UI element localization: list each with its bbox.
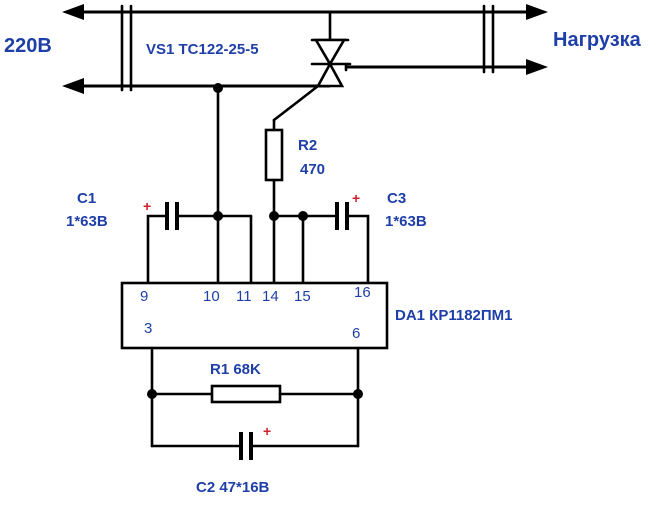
junction-c3-b	[298, 211, 308, 221]
triac-label: VS1 ТС122-25-5	[146, 41, 259, 58]
capacitor-c3	[269, 202, 370, 285]
lower-network	[147, 346, 363, 460]
ic-label: DA1 КР1182ПМ1	[395, 307, 513, 324]
r1-body	[210, 384, 282, 404]
c2-plus-sign: +	[263, 423, 271, 439]
load-label: Нагрузка	[553, 29, 642, 51]
pin-6-label: 6	[352, 325, 360, 342]
pin-10-label: 10	[203, 288, 220, 305]
resistor-r2	[264, 118, 284, 285]
pin-16-label: 16	[354, 284, 371, 301]
c3-name-label: C3	[387, 190, 406, 207]
c2-label: C2 47*16В	[196, 479, 270, 496]
triac-symbol	[272, 10, 352, 122]
r2-name-label: R2	[298, 137, 317, 154]
c1-value-label: 1*63В	[66, 213, 108, 230]
r1-label: R1 68K	[210, 361, 261, 378]
c3-value-label: 1*63В	[385, 213, 427, 230]
r2-body	[264, 128, 284, 182]
r2-value-label: 470	[300, 161, 325, 178]
junction-c3-a	[269, 211, 279, 221]
input-voltage-label: 220В	[4, 35, 52, 57]
pin-15-label: 15	[294, 288, 311, 305]
pin-11-label: 11	[236, 288, 252, 305]
arrow-left-bottom-icon	[62, 78, 84, 94]
c3-right-wire	[346, 214, 370, 285]
c3-plus-sign: +	[352, 190, 360, 206]
junction-c1	[213, 211, 223, 221]
capacitor-c1	[146, 202, 253, 285]
mains-lines	[62, 4, 548, 94]
c1-plus-sign: +	[143, 198, 151, 214]
c1-name-label: C1	[77, 190, 96, 207]
junction-mains	[213, 83, 223, 93]
pin-14-label: 14	[262, 288, 279, 305]
triac-diode-down	[313, 38, 347, 67]
pin-9-label: 9	[140, 288, 148, 305]
triac-gate-lead	[272, 84, 320, 122]
ic-da1-body	[120, 281, 389, 350]
arrow-left-top-icon	[62, 4, 84, 20]
triac-diode-up	[315, 61, 345, 88]
pin-3-label: 3	[144, 320, 152, 337]
arrow-right-load-icon	[526, 59, 548, 75]
c1-left-wire	[146, 214, 168, 285]
arrow-right-top-icon	[526, 4, 548, 20]
